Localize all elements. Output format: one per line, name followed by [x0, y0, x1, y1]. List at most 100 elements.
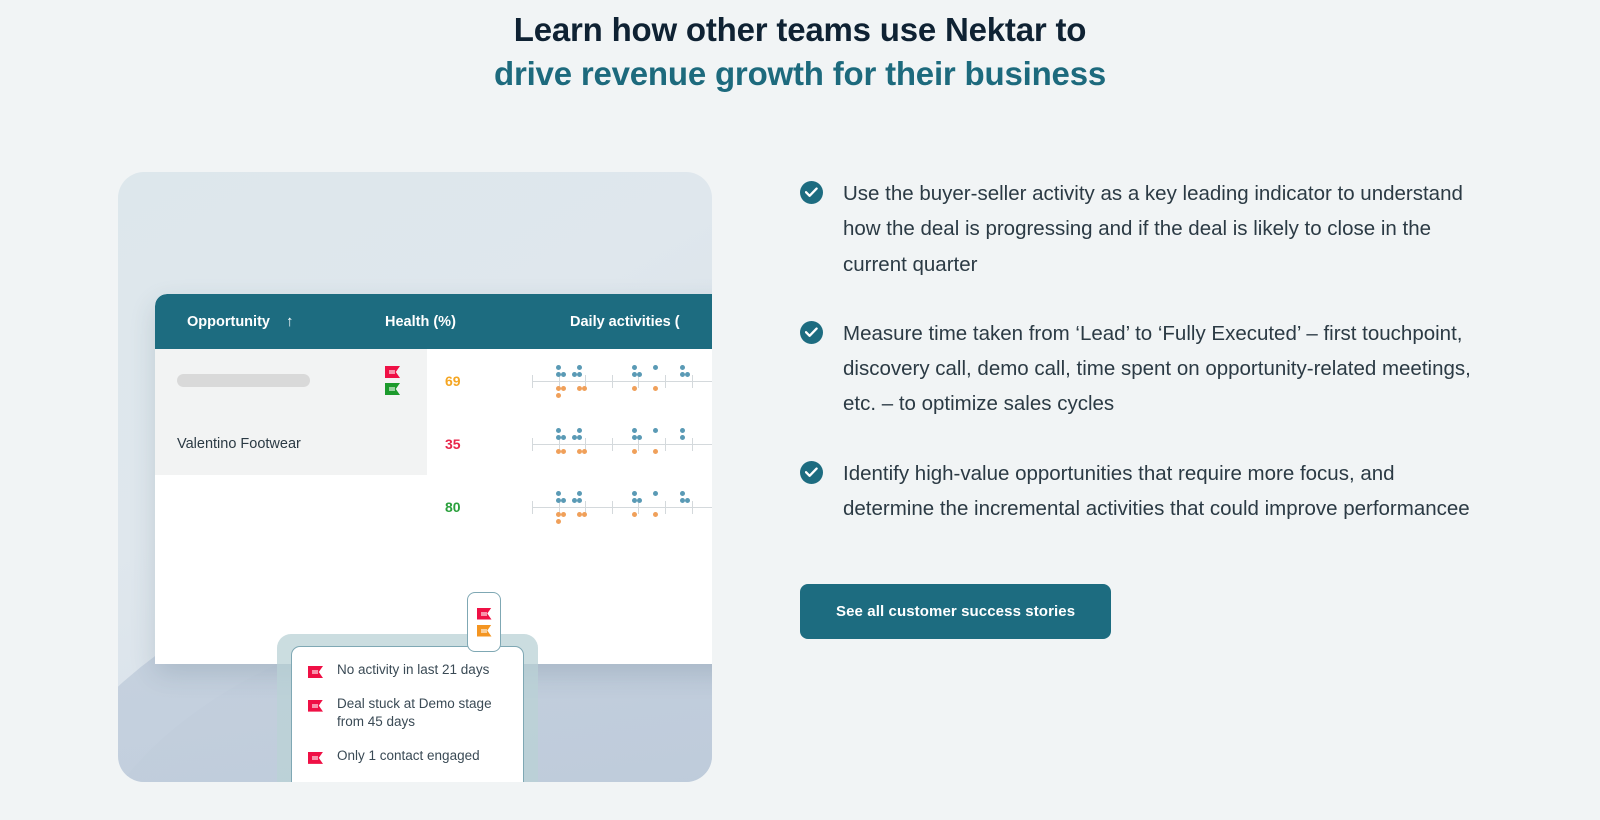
buyer-activity-dot [576, 364, 582, 370]
page-title-line-2: drive revenue growth for their business [493, 54, 1106, 92]
red-flag-icon [385, 366, 400, 378]
buyer-activity-dot [680, 434, 686, 440]
tooltip-item-text: No activity in last 21 days [337, 662, 490, 677]
activity-axis-tick [611, 374, 613, 388]
buyer-activity-dot [632, 427, 637, 433]
daily-activity-dot-chart [532, 356, 712, 406]
seller-activity-dot [556, 392, 562, 398]
seller-activity-dot [582, 385, 587, 391]
activity-axis-tick [611, 437, 613, 451]
buyer-activity-dot [637, 371, 643, 377]
table-header-row: Opportunity ↑ Health (%) Daily activitie… [155, 294, 712, 349]
tooltip-item: No activity in last 21 days [308, 661, 511, 680]
tooltip-item-text: Only 1 contact engaged [337, 747, 480, 763]
seller-activity-dot [652, 448, 658, 454]
buyer-activity-dot [637, 434, 643, 440]
activity-axis-tick [664, 374, 666, 388]
tooltip-item: Deal stuck at Demo stage from 45 days [308, 695, 511, 732]
activity-axis-tick [691, 437, 693, 451]
cell-opportunity-name [155, 475, 385, 538]
buyer-activity-dot [556, 364, 562, 370]
buyer-activity-dot [632, 434, 637, 440]
activity-axis-tick [585, 374, 587, 388]
activity-axis-tick [532, 374, 533, 388]
tooltip-item: Only 1 contact engaged [308, 747, 511, 766]
buyer-activity-dot [556, 427, 562, 433]
buyer-activity-dot [571, 497, 577, 503]
page-title: Learn how other teams use Nektar to driv… [0, 8, 1600, 95]
buyer-activity-dot [556, 371, 562, 377]
column-header-health[interactable]: Health (%) [385, 313, 456, 330]
activity-axis-line [532, 443, 712, 445]
cell-health-score: 80 [445, 498, 461, 515]
check-circle-icon [800, 320, 823, 344]
table-row[interactable]: 80 [155, 475, 712, 538]
daily-activity-dot-chart [532, 419, 712, 469]
cell-flags [385, 475, 427, 538]
benefit-item: Use the buyer-seller activity as a key l… [800, 176, 1480, 282]
cell-daily-activities [532, 482, 712, 532]
buyer-activity-dot [576, 434, 582, 440]
red-flag-icon [308, 752, 323, 764]
cell-daily-activities [532, 356, 712, 406]
activity-axis-tick [532, 437, 533, 451]
buyer-activity-dot [680, 364, 686, 370]
benefit-item-text: Measure time taken from ‘Lead’ to ‘Fully… [843, 321, 1471, 416]
table-row[interactable]: 69 [155, 349, 712, 412]
column-header-daily-activities[interactable]: Daily activities ( [570, 313, 680, 330]
buyer-activity-dot [556, 434, 562, 440]
seller-activity-dot [652, 511, 658, 517]
seller-activity-dot [632, 448, 637, 454]
activity-axis-tick [558, 437, 560, 451]
buyer-activity-dot [652, 490, 658, 496]
buyer-activity-dot [576, 490, 582, 496]
buyer-activity-dot [576, 371, 582, 377]
tooltip-item-text: Deal stuck at Demo stage from 45 days [337, 695, 492, 730]
buyer-activity-dot [576, 497, 582, 503]
see-all-customer-success-stories-button[interactable]: See all customer success stories [800, 584, 1112, 639]
activity-axis-tick [638, 437, 640, 451]
seller-activity-dot [556, 385, 562, 391]
buyer-activity-dot [632, 490, 637, 496]
buyer-activity-dot [632, 364, 637, 370]
redacted-name-placeholder [177, 374, 310, 387]
buyer-activity-dot [680, 427, 686, 433]
seller-activity-dot [561, 385, 567, 391]
buyer-activity-dot [632, 371, 637, 377]
buyer-activity-dot [680, 497, 686, 503]
buyer-activity-dot [652, 427, 658, 433]
activity-axis-tick [558, 500, 560, 514]
cell-flags [385, 412, 427, 475]
buyer-activity-dot [652, 364, 658, 370]
buyer-activity-dot [556, 490, 562, 496]
column-header-opportunity-label: Opportunity [187, 313, 270, 330]
seller-activity-dot [632, 511, 637, 517]
seller-activity-dot [556, 518, 562, 524]
activity-axis-tick [664, 437, 666, 451]
activity-axis-tick [638, 500, 640, 514]
benefit-item-text: Use the buyer-seller activity as a key l… [843, 182, 1463, 276]
sort-ascending-icon[interactable]: ↑ [285, 313, 294, 330]
seller-activity-dot [652, 385, 658, 391]
cell-flags [385, 349, 427, 412]
activity-axis-tick [558, 374, 560, 388]
activity-axis-line [532, 380, 712, 382]
flag-popover-tab[interactable] [467, 592, 501, 652]
cell-daily-activities [532, 419, 712, 469]
activity-axis-tick [691, 374, 693, 388]
check-circle-icon [800, 181, 823, 204]
benefits-column: Use the buyer-seller activity as a key l… [800, 176, 1480, 639]
column-header-opportunity[interactable]: Opportunity ↑ [155, 313, 385, 330]
buyer-activity-dot [680, 371, 686, 377]
buyer-activity-dot [571, 371, 577, 377]
buyer-activity-dot [680, 490, 686, 496]
buyer-activity-dot [576, 427, 582, 433]
green-flag-icon [385, 383, 400, 395]
seller-activity-dot [576, 448, 582, 454]
seller-activity-dot [576, 511, 582, 517]
